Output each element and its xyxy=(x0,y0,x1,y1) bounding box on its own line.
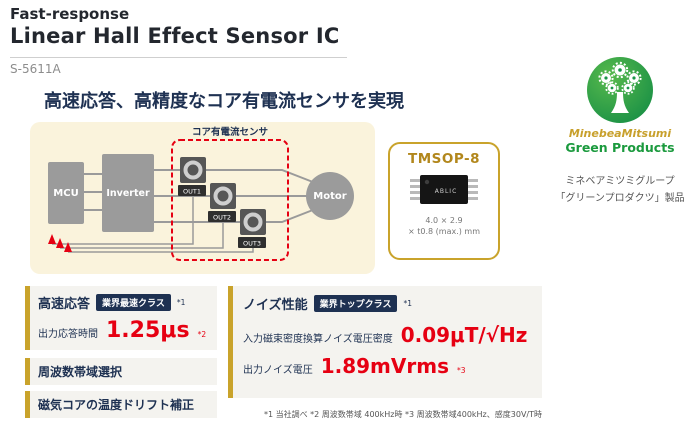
response-time-value: 1.25μs xyxy=(106,318,190,343)
fastest-class-badge: 業界最速クラス xyxy=(96,294,171,311)
inverter-label: Inverter xyxy=(106,188,150,199)
noise-density-label: 入力磁束密度換算ノイズ電圧密度 xyxy=(243,334,393,345)
output-noise-value: 1.89mVrms xyxy=(320,354,449,378)
footnotes: *1 当社調べ *2 周波数帯域 400kHz時 *3 周波数帯域400kHz、… xyxy=(264,410,542,419)
ic-body xyxy=(420,175,468,204)
system-diagram: MCU Inverter Motor コア有電流センサ OUT1 OU xyxy=(48,126,354,261)
fast-response-title: 高速応答 xyxy=(38,297,91,312)
pin1-indicator xyxy=(424,179,430,185)
green-products-caption-2: 「グリーンプロダクツ」製品 xyxy=(555,193,685,204)
package-panel: TMSOP-8 ABLIC 4.0 × 2.9 × t0.8 (max.) mm xyxy=(388,142,500,260)
chip-brand-label: ABLIC xyxy=(435,188,458,195)
current-sensor-2: OUT2 xyxy=(208,183,236,222)
green-products-logo xyxy=(587,57,653,123)
output-noise-label: 出力ノイズ電圧 xyxy=(243,365,313,376)
top-class-badge: 業界トップクラス xyxy=(313,295,398,312)
feature-noise-performance: ノイズ性能 業界トップクラス *1 入力磁束密度換算ノイズ電圧密度 0.09μT… xyxy=(228,286,542,398)
package-name: TMSOP-8 xyxy=(408,151,480,167)
bandwidth-select-label: 周波数帯域選択 xyxy=(38,365,123,379)
sensor-group-label: コア有電流センサ xyxy=(192,126,268,138)
header-divider xyxy=(10,57,347,58)
sensor-2-label: OUT2 xyxy=(213,214,231,222)
current-sensor-3: OUT3 xyxy=(238,209,266,248)
response-time-label: 出力応答時間 xyxy=(38,329,98,340)
gear-tree-icon xyxy=(598,61,642,113)
inverter-block xyxy=(102,154,154,232)
noise-density-value: 0.09μT/√Hz xyxy=(400,323,528,347)
logo-circle xyxy=(587,57,653,123)
motor-label: Motor xyxy=(313,191,346,202)
system-diagram-panel: MCU Inverter Motor コア有電流センサ OUT1 OU xyxy=(30,122,375,274)
green-products-wordmark: Green Products xyxy=(565,140,675,155)
package-dimensions-line2: × t0.8 (max.) mm xyxy=(408,227,480,237)
mcu-block xyxy=(48,162,84,224)
feedback-arrowheads xyxy=(48,234,72,252)
part-number: S-5611A xyxy=(10,62,61,76)
badge-note-1: *1 xyxy=(176,298,186,307)
package-dimensions-line1: 4.0 × 2.9 xyxy=(425,216,463,225)
feedback-lines xyxy=(52,195,254,253)
ic-pins xyxy=(410,179,478,200)
noise-performance-title: ノイズ性能 xyxy=(243,298,308,313)
headline: 高速応答、高精度なコア有電流センサを実現 xyxy=(44,91,404,112)
sensor-1-label: OUT1 xyxy=(183,188,201,196)
page-title: Linear Hall Effect Sensor IC xyxy=(10,24,340,48)
sensor-3-label: OUT3 xyxy=(243,240,261,248)
sensor-group-frame xyxy=(171,139,289,261)
feature-fast-response: 高速応答 業界最速クラス *1 出力応答時間 1.25μs *2 xyxy=(25,286,217,350)
motor-block xyxy=(306,172,354,220)
package-dimensions: 4.0 × 2.9 × t0.8 (max.) mm xyxy=(390,215,498,237)
feature-drift-compensation: 磁気コアの温度ドリフト補正 xyxy=(25,391,217,418)
mcu-label: MCU xyxy=(53,188,78,199)
output-noise-note: *3 xyxy=(456,366,466,375)
mcu-inverter-lines xyxy=(84,173,102,211)
minebeamitsumi-wordmark: MinebeaMitsumi xyxy=(568,127,672,140)
eyebrow-text: Fast-response xyxy=(10,5,130,23)
current-sensor-1: OUT1 xyxy=(178,157,206,196)
noise-badge-note: *1 xyxy=(403,299,412,308)
green-products-caption-1: ミネベアミツミグループ xyxy=(565,176,675,187)
response-time-note: *2 xyxy=(197,330,207,339)
ic-package-illustration: ABLIC xyxy=(410,175,478,204)
feature-bandwidth-select: 周波数帯域選択 xyxy=(25,358,217,385)
drift-compensation-label: 磁気コアの温度ドリフト補正 xyxy=(38,398,195,412)
